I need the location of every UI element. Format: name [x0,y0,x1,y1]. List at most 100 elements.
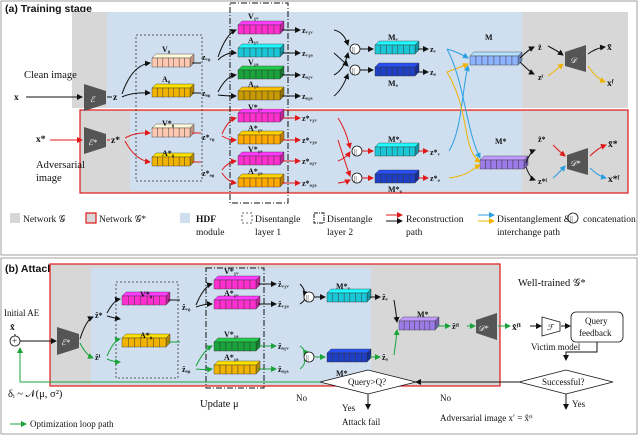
Mv-label: Mᵥ [388,33,399,42]
feature-blocks-training [151,20,529,188]
encoder-e [84,84,106,111]
legend-swatch-g [10,213,20,223]
xhat-label: x̂ [10,322,15,333]
query-feedback-1: Query [585,316,608,326]
V1a-label: V₁ₐ [248,58,259,67]
legend-dis1-b: layer 1 [255,228,281,238]
block-Mvs [374,142,420,157]
legend-dis2-b: layer 2 [327,228,353,238]
attack-block-A0s [121,333,171,348]
attack-block-V0s [121,291,171,306]
legend-concat-circle [567,212,579,224]
legend-concat-sym: || [570,215,573,223]
xtilde-label: x̃ [607,42,612,53]
attack-V1vs-label: V*₁ᵥ [224,267,239,276]
disentangle-layer2 [229,2,289,204]
zv0s-label: z*ᵥ₀ [202,133,215,142]
well-trained-label: Well-trained 𝒢* [518,278,586,289]
A1as-label: A*₁ₐ [248,167,263,176]
za0-label: zₐ₀ [202,89,211,98]
zvs-label: z*ᵥ [430,148,441,157]
no1-label: No [296,393,307,403]
block-Mas [374,169,420,184]
zv-label: zᵥ [430,45,437,54]
attack-zf-label: ẑᶠⁱ [452,322,459,331]
block-V1v [237,20,285,35]
attack-concat-sym-1: || [306,294,309,302]
block-A1a [237,86,285,101]
encoder-estar-label: ℰ* [88,138,97,147]
attack-zv1a-label: ẑᵥ₁ₐ [278,300,289,309]
attack-encoder [57,327,79,355]
attack-za1a-label: ẑₐ₁ₐ [278,365,289,374]
attack-block-Mvs [326,288,372,303]
Ma-label: Mₐ [388,79,399,88]
attack-za-label: ẑₐ [382,353,389,362]
ztilde-label: z̃ [538,43,542,52]
feature-blocks-attack [121,275,440,375]
block-V0 [151,53,195,68]
training-stage-panel: (a) Training stage Clean image x Adversa… [0,0,638,256]
victim-model-icon [541,316,561,337]
legend: Network 𝒢 Network 𝒢* HDF module Disentan… [10,212,636,238]
successful-diamond [518,369,614,395]
attack-Mvs-label: M*ᵥ [336,282,351,291]
legend-recon-b: path [406,228,423,238]
Mvs-label: M*ᵥ [388,135,403,144]
attack-decoder-label: 𝒟* [478,324,488,333]
legend-dis1-a: Disentangle [255,215,300,225]
zstar-label: z* [111,136,120,146]
attack-V1as-label: V*₁ₐ [224,330,239,339]
attack-fail-label: Attack fail [342,417,381,427]
block-A1as [237,173,285,188]
legend-network-g: Network 𝒢 [23,214,66,225]
attack-block-Mas [326,348,372,363]
Mas-label: M*ₐ [388,185,403,194]
attack-V0s-label: V*₀ [140,290,153,299]
block-Ms [479,155,529,170]
zhati-label: ẑⁱ [95,353,101,362]
attack-A1vs-label: A*₁ᵥ [224,289,239,298]
block-Ma [374,62,420,77]
encoder-e-label: ℰ [90,95,96,104]
block-V1a [237,65,285,80]
block-A0s [151,152,195,167]
victim-model-f: ℱ [547,323,555,332]
query-q-label: Query>Q? [348,377,386,387]
ztildes-label: z̃* [538,135,546,144]
concat-4: || [354,175,357,183]
zv0-label: zᵥ₀ [202,53,211,62]
legend-concat: concatenation [583,215,636,225]
no2-label: No [440,393,451,403]
concat-3: || [354,148,357,156]
legend-swatch-dis1 [241,212,253,224]
zv1v-label: zᵥ₁ᵥ [302,26,313,35]
legend-dis2-a: Disentangle [327,215,372,225]
V1as-label: V*₁ₐ [248,145,263,154]
yes2-label: Yes [572,399,586,409]
attack-za1v-label: ẑₐ₁ᵥ [278,342,289,351]
attack-decoder [476,313,497,340]
M-label: M [485,33,493,42]
legend-disint-b: interchange path [497,228,560,238]
za1v-label: zₐ₁ᵥ [302,71,313,80]
A1a-label: A₁ₐ [248,80,259,89]
legend-swatch-gstar [85,212,97,224]
input-xstar: x* [36,135,46,145]
zv1vs-label: z*ᵥ₁ᵥ [302,114,317,123]
encoder-estar [84,127,106,154]
legend-disint-a: Disentanglement & [497,215,572,225]
za1as-label: z*ₐ₁ₐ [302,179,317,188]
adv-image-label-2: image [36,173,62,184]
A0-label: A₀ [162,75,171,84]
block-M [469,51,523,66]
attack-A1as-label: A*₁ₐ [224,353,239,362]
attack-stage-panel: (b) Attack stage Well-trained 𝒢* Initial… [0,257,638,435]
V1v-label: V₁ᵥ [248,12,259,21]
attack-block-A1as [213,360,261,375]
query-feedback-2: feedback [579,328,612,338]
decoder-dstar [567,148,588,175]
decoder-d [565,45,586,72]
noise-label: δᵢ ~ 𝒩(μ, σ²) [8,389,63,400]
